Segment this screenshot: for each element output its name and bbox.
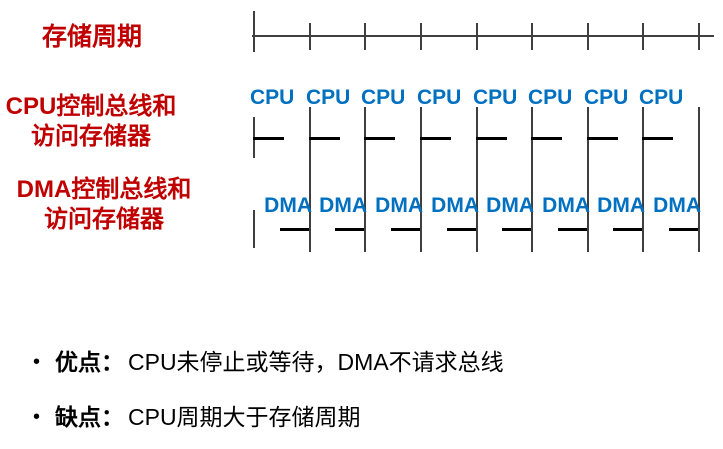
label-dma-bus-line1: DMA控制总线和 [16, 176, 192, 203]
dma-activity-bar [613, 228, 642, 231]
cpu-label: CPU [584, 86, 629, 109]
bullet-advantage-text: 优点：CPU未停止或等待，DMA不请求总线 [55, 349, 504, 375]
cpu-label: CPU [361, 86, 406, 109]
label-cpu-bus-line2: 访问存储器 [31, 123, 151, 150]
cpu-label: CPU [473, 86, 518, 109]
dma-label: DMA [319, 194, 367, 217]
dma-activity-bar [335, 228, 364, 231]
bullet-item-disadvantage: • 缺点：CPU周期大于存储周期 [33, 403, 693, 431]
cpu-label: CPU [417, 86, 462, 109]
bus-grid-line [642, 107, 644, 252]
cpu-activity-bar [309, 137, 340, 140]
dma-label: DMA [486, 194, 534, 217]
dma-activity-bar [669, 228, 698, 231]
bus-grid-line [587, 107, 589, 252]
bullet-list: • 优点：CPU未停止或等待，DMA不请求总线 • 缺点：CPU周期大于存储周期 [33, 348, 693, 449]
dma-label: DMA [431, 194, 479, 217]
bullet-item-advantage: • 优点：CPU未停止或等待，DMA不请求总线 [33, 348, 693, 376]
bus-grid-line [476, 107, 478, 252]
memory-cycle-tick [420, 23, 422, 50]
cpu-label: CPU [306, 86, 351, 109]
memory-cycle-tick [253, 11, 255, 52]
label-cpu-bus-line1: CPU控制总线和 [5, 93, 177, 120]
memory-cycle-tick [642, 23, 644, 50]
bullet-disadvantage-text: 缺点：CPU周期大于存储周期 [55, 404, 361, 430]
cpu-activity-bar [476, 137, 507, 140]
dma-label: DMA [653, 194, 701, 217]
dma-activity-bar [447, 228, 476, 231]
bus-grid-line [698, 107, 700, 252]
memory-cycle-tick [476, 23, 478, 50]
memory-cycle-tick [309, 23, 311, 50]
bus-grid-line [420, 107, 422, 252]
dma-label: DMA [542, 194, 590, 217]
dma-label: DMA [264, 194, 312, 217]
cpu-activity-bar [253, 137, 284, 140]
dma-activity-bar [502, 228, 531, 231]
label-dma-bus-line2: 访问存储器 [44, 206, 164, 233]
memory-cycle-tick [531, 23, 533, 50]
bus-grid-line [309, 107, 311, 252]
cpu-activity-bar [420, 137, 451, 140]
memory-cycle-tick [587, 23, 589, 50]
cpu-label: CPU [528, 86, 573, 109]
memory-cycle-axis [252, 35, 714, 37]
dma-label: DMA [375, 194, 423, 217]
bus-grid-line-short-bottom [253, 210, 255, 248]
bus-grid-line [531, 107, 533, 252]
bus-grid-line [364, 107, 366, 252]
memory-cycle-tick [698, 23, 700, 50]
label-memory-cycle: 存储周期 [41, 23, 142, 51]
cpu-label: CPU [250, 86, 295, 109]
dma-activity-bar [391, 228, 420, 231]
label-dma-bus: DMA控制总线和 访问存储器 [8, 175, 200, 235]
cpu-activity-bar [531, 137, 562, 140]
cpu-activity-bar [364, 137, 395, 140]
dma-activity-bar [558, 228, 587, 231]
bullet-icon: • [33, 406, 41, 428]
bullet-icon: • [33, 351, 41, 373]
cpu-label: CPU [639, 86, 684, 109]
cpu-activity-bar [587, 137, 618, 140]
memory-cycle-tick [364, 23, 366, 50]
cpu-activity-bar [642, 137, 673, 140]
dma-label: DMA [597, 194, 645, 217]
label-cpu-bus: CPU控制总线和 访问存储器 [0, 92, 182, 152]
dma-activity-bar [280, 228, 309, 231]
